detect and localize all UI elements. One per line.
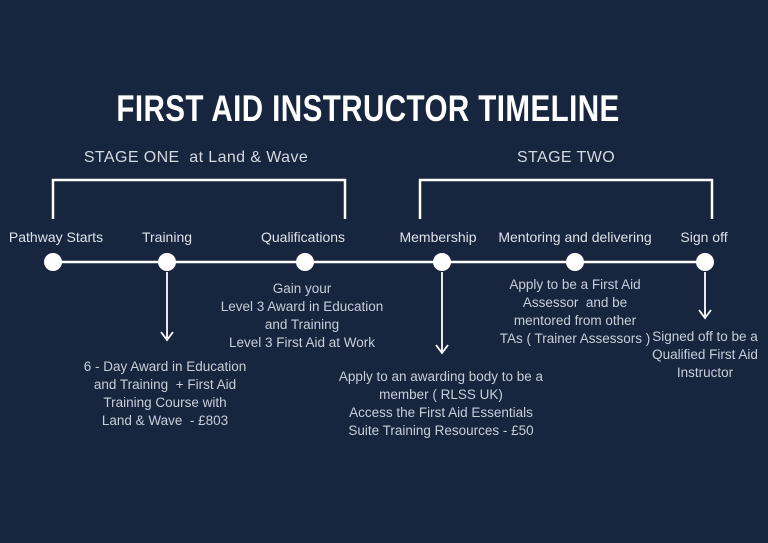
node-dot-training	[158, 253, 176, 271]
node-label-mentoring: Mentoring and delivering	[498, 229, 652, 245]
stage-two-label: STAGE TWO	[516, 149, 616, 166]
membership-description: Apply to an awarding body to be a member…	[338, 369, 544, 438]
node-dot-sign-off	[696, 253, 714, 271]
node-label-pathway-starts: Pathway Starts	[8, 229, 104, 245]
sign-off-down-arrow-icon	[698, 272, 712, 320]
page-title: FIRST AID INSTRUCTOR TIMELINE	[116, 88, 620, 129]
stage-one-bracket	[51, 178, 347, 219]
qualifications-description: Gain your Level 3 Award in Education and…	[220, 281, 384, 350]
training-description: 6 - Day Award in Education and Training …	[83, 359, 247, 428]
node-dot-membership	[433, 253, 451, 271]
node-label-qualifications: Qualifications	[260, 229, 346, 245]
node-dot-pathway-starts	[44, 253, 62, 271]
node-label-training: Training	[141, 229, 193, 245]
node-dot-mentoring	[566, 253, 584, 271]
membership-down-arrow-icon	[435, 272, 449, 355]
node-label-sign-off: Sign off	[680, 229, 728, 245]
mentoring-description: Apply to be a First Aid Assessor and be …	[499, 277, 651, 346]
stage-one-label: STAGE ONE at Land & Wave	[83, 149, 309, 166]
sign-off-description: Signed off to be a Qualified First Aid I…	[652, 329, 758, 380]
node-label-membership: Membership	[399, 229, 477, 245]
stage-two-bracket	[418, 178, 714, 219]
training-down-arrow-icon	[160, 272, 174, 342]
node-dot-qualifications	[296, 253, 314, 271]
